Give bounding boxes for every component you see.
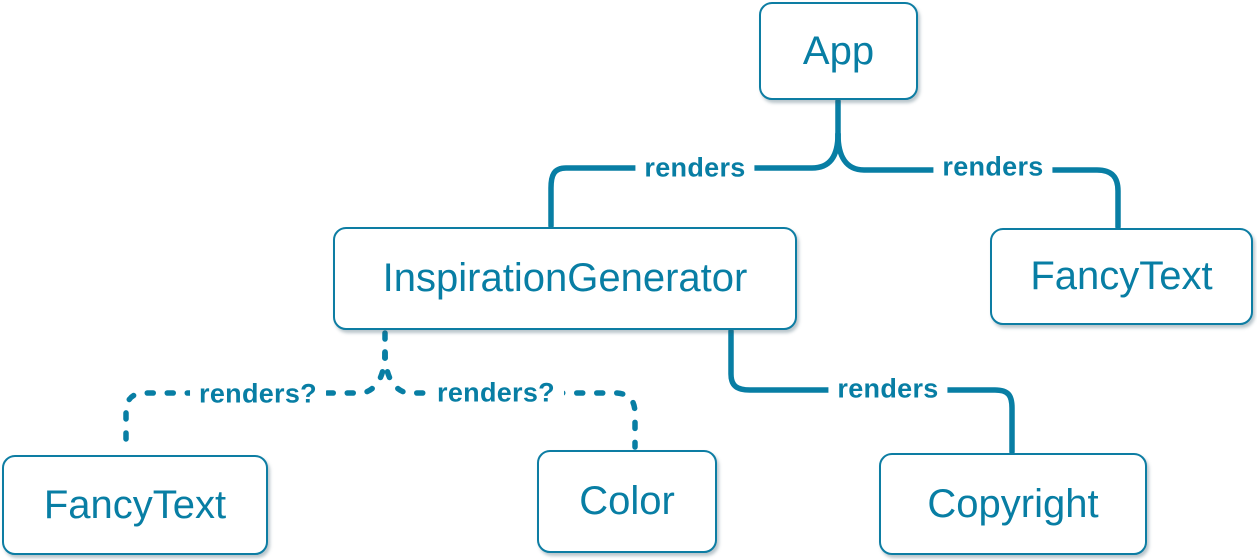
node-color-label: Color: [579, 479, 675, 523]
node-color: Color: [537, 450, 717, 553]
node-inspiration-generator-label: InspirationGenerator: [382, 256, 748, 300]
edge-app-to-fancytext: [835, 131, 1121, 230]
edge-label-renders-app-inspirationgenerator: renders: [635, 152, 755, 184]
node-fancy-text-top-label: FancyText: [1030, 254, 1213, 298]
edge-label-renders-maybe-color: renders?: [428, 377, 564, 409]
node-app-label: App: [802, 28, 875, 73]
node-copyright-label: Copyright: [927, 481, 1099, 526]
node-copyright: Copyright: [879, 453, 1147, 555]
node-fancy-text-bottom-label: FancyText: [43, 482, 227, 527]
edge-label-renders-maybe-fancytext: renders?: [190, 378, 326, 410]
node-fancy-text-bottom: FancyText: [2, 455, 268, 555]
node-fancy-text-top: FancyText: [990, 228, 1253, 325]
edge-label-renders-copyright: renders: [828, 373, 948, 405]
node-inspiration-generator: InspirationGenerator: [333, 227, 797, 330]
node-app: App: [759, 2, 918, 100]
edge-app-to-inspirationgenerator: [548, 131, 841, 229]
edge-inspirationgenerator-to-fancytext-maybe: [123, 349, 388, 455]
edge-label-renders-app-fancytext: renders: [933, 151, 1053, 183]
edge-inspirationgenerator-to-color-maybe: [382, 349, 638, 450]
